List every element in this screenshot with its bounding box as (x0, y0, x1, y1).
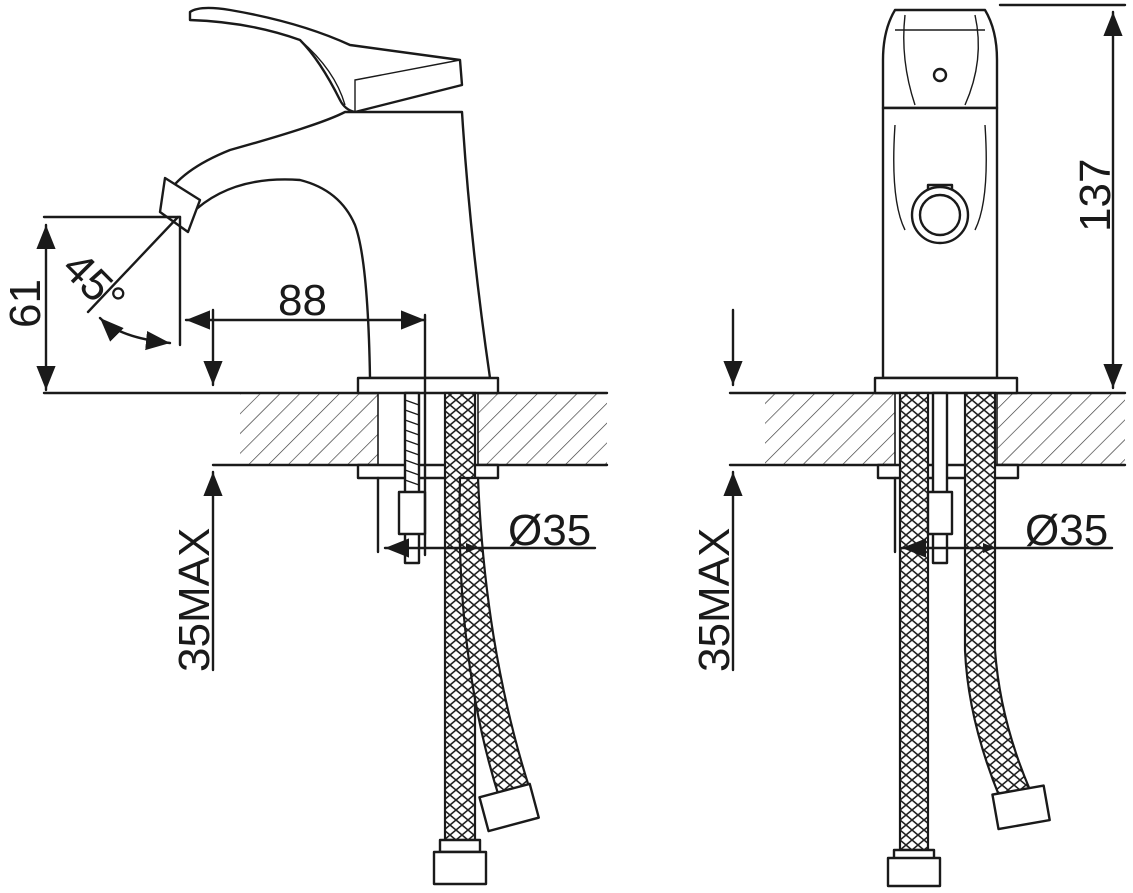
hole-diameter-label-right: Ø35 (1025, 506, 1108, 555)
hole-diameter-label-left: Ø35 (508, 506, 591, 555)
angle-45-label: 45° (53, 242, 135, 324)
counter-max-label-right: 35MAX (690, 528, 739, 672)
reach-88-label: 88 (278, 276, 327, 325)
side-view: 61 45° 88 35MAX Ø35 (1, 6, 609, 886)
lever-handle (188, 6, 464, 114)
height-61-label: 61 (1, 279, 50, 328)
front-view: 137 35MAX Ø35 (690, 3, 1127, 888)
lever-handle-front (881, 8, 999, 110)
base-plate (356, 376, 500, 395)
height-137-label: 137 (1071, 159, 1120, 232)
counter-max-label-left: 35MAX (170, 528, 219, 672)
